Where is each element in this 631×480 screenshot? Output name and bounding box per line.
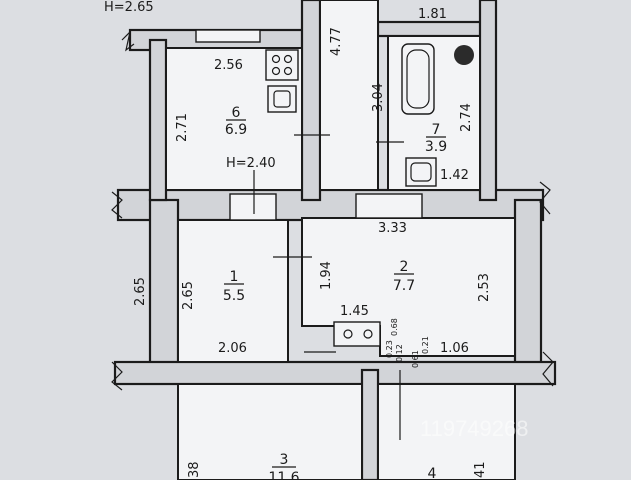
room-3-area bbox=[177, 383, 363, 480]
niche-outlet bbox=[363, 329, 373, 339]
room-4-number: 4 bbox=[428, 466, 437, 480]
wall-upper-right bbox=[478, 0, 498, 202]
openings bbox=[195, 29, 423, 440]
kitchen-sink-icon bbox=[267, 85, 297, 113]
dim-top-right: 1.81 bbox=[418, 7, 447, 22]
stove-burner bbox=[283, 54, 293, 64]
watermark: 119749268 bbox=[420, 416, 529, 441]
room-2-area-value: 7.7 bbox=[393, 278, 415, 294]
dim-niche-a: 0.68 bbox=[390, 318, 399, 336]
dim-outer-left: 2.65 bbox=[133, 277, 148, 306]
fixtures bbox=[265, 43, 474, 347]
wall-divider-lower bbox=[360, 368, 380, 480]
room-4-area bbox=[377, 383, 516, 480]
door-room-1 bbox=[229, 193, 277, 221]
room-1-area bbox=[177, 219, 289, 363]
room-6-area-value: 6.9 bbox=[225, 122, 247, 138]
dim-room3-height: 38 bbox=[187, 461, 202, 478]
kitchen-sink-basin bbox=[273, 90, 291, 108]
dim-room2-width: 3.33 bbox=[378, 221, 407, 236]
stove-burner bbox=[283, 66, 293, 76]
dim-room7-height-right: 2.74 bbox=[459, 103, 474, 132]
room-7-number: 7 bbox=[432, 122, 441, 138]
height-top: H=2.65 bbox=[104, 0, 154, 15]
break-mark bbox=[542, 351, 554, 387]
window-room-6 bbox=[195, 29, 261, 43]
room-labels: 6 6.9 7 3.9 1 5.5 2 7.7 3 11.6 4 bbox=[223, 105, 447, 480]
dim-room7-width: 1.42 bbox=[440, 168, 469, 183]
wall-break-marks bbox=[111, 30, 554, 391]
dim-room6-height: 2.71 bbox=[175, 113, 190, 142]
bathtub-icon bbox=[401, 43, 435, 115]
room-1-area-value: 5.5 bbox=[223, 288, 245, 304]
break-mark bbox=[121, 30, 135, 52]
room-3-number: 3 bbox=[280, 452, 289, 468]
dim-room7-height-left: 3.04 bbox=[371, 83, 386, 112]
wall-left bbox=[148, 198, 180, 382]
dim-niche-e: 0.61 bbox=[411, 350, 420, 368]
corridor-top bbox=[319, 0, 379, 191]
break-mark bbox=[539, 181, 551, 215]
dim-room4-height: 41 bbox=[473, 461, 488, 478]
room-1-number: 1 bbox=[230, 269, 239, 285]
bathtub-inner bbox=[406, 49, 430, 109]
dim-room2-bottom-right: 1.06 bbox=[440, 341, 469, 356]
dim-room1-width: 2.06 bbox=[218, 341, 247, 356]
niche-outlet bbox=[343, 329, 353, 339]
stove-icon bbox=[265, 49, 299, 81]
dim-room2-bottom-left: 1.45 bbox=[340, 304, 369, 319]
stove-burner bbox=[271, 54, 281, 64]
room-2-number: 2 bbox=[400, 259, 409, 275]
wall-lower-band bbox=[113, 360, 557, 386]
dim-room6-width: 2.56 bbox=[214, 58, 243, 73]
wall-top-right bbox=[376, 20, 495, 38]
dim-room2-height-left: 1.94 bbox=[319, 261, 334, 290]
dim-room1-height: 2.65 bbox=[181, 281, 196, 310]
room-3-area-value: 11.6 bbox=[268, 470, 299, 480]
dim-corridor-top: 4.77 bbox=[329, 27, 344, 56]
break-mark bbox=[111, 191, 123, 219]
wall-upper-left bbox=[148, 38, 168, 202]
stove-burner bbox=[271, 66, 281, 76]
washbasin-bowl bbox=[410, 162, 432, 182]
dimension-labels: 1.81 4.77 2.56 2.71 3.04 2.74 1.42 3.33 … bbox=[133, 7, 492, 478]
room-7-area-value: 3.9 bbox=[425, 139, 447, 155]
boiler-icon bbox=[454, 45, 474, 65]
room-6-number: 6 bbox=[232, 105, 241, 121]
wall-upper-mid bbox=[300, 0, 322, 202]
wall-right bbox=[513, 198, 543, 382]
dim-niche-b: 0.23 bbox=[385, 340, 394, 358]
dim-niche-c: 0.12 bbox=[395, 344, 404, 362]
dim-niche-d: 0.21 bbox=[421, 336, 430, 354]
break-mark bbox=[111, 361, 123, 391]
dim-room2-height-right: 2.53 bbox=[477, 273, 492, 302]
niche-icon bbox=[333, 321, 381, 347]
height-middle: H=2.40 bbox=[226, 156, 276, 171]
door-room-2 bbox=[355, 193, 423, 219]
